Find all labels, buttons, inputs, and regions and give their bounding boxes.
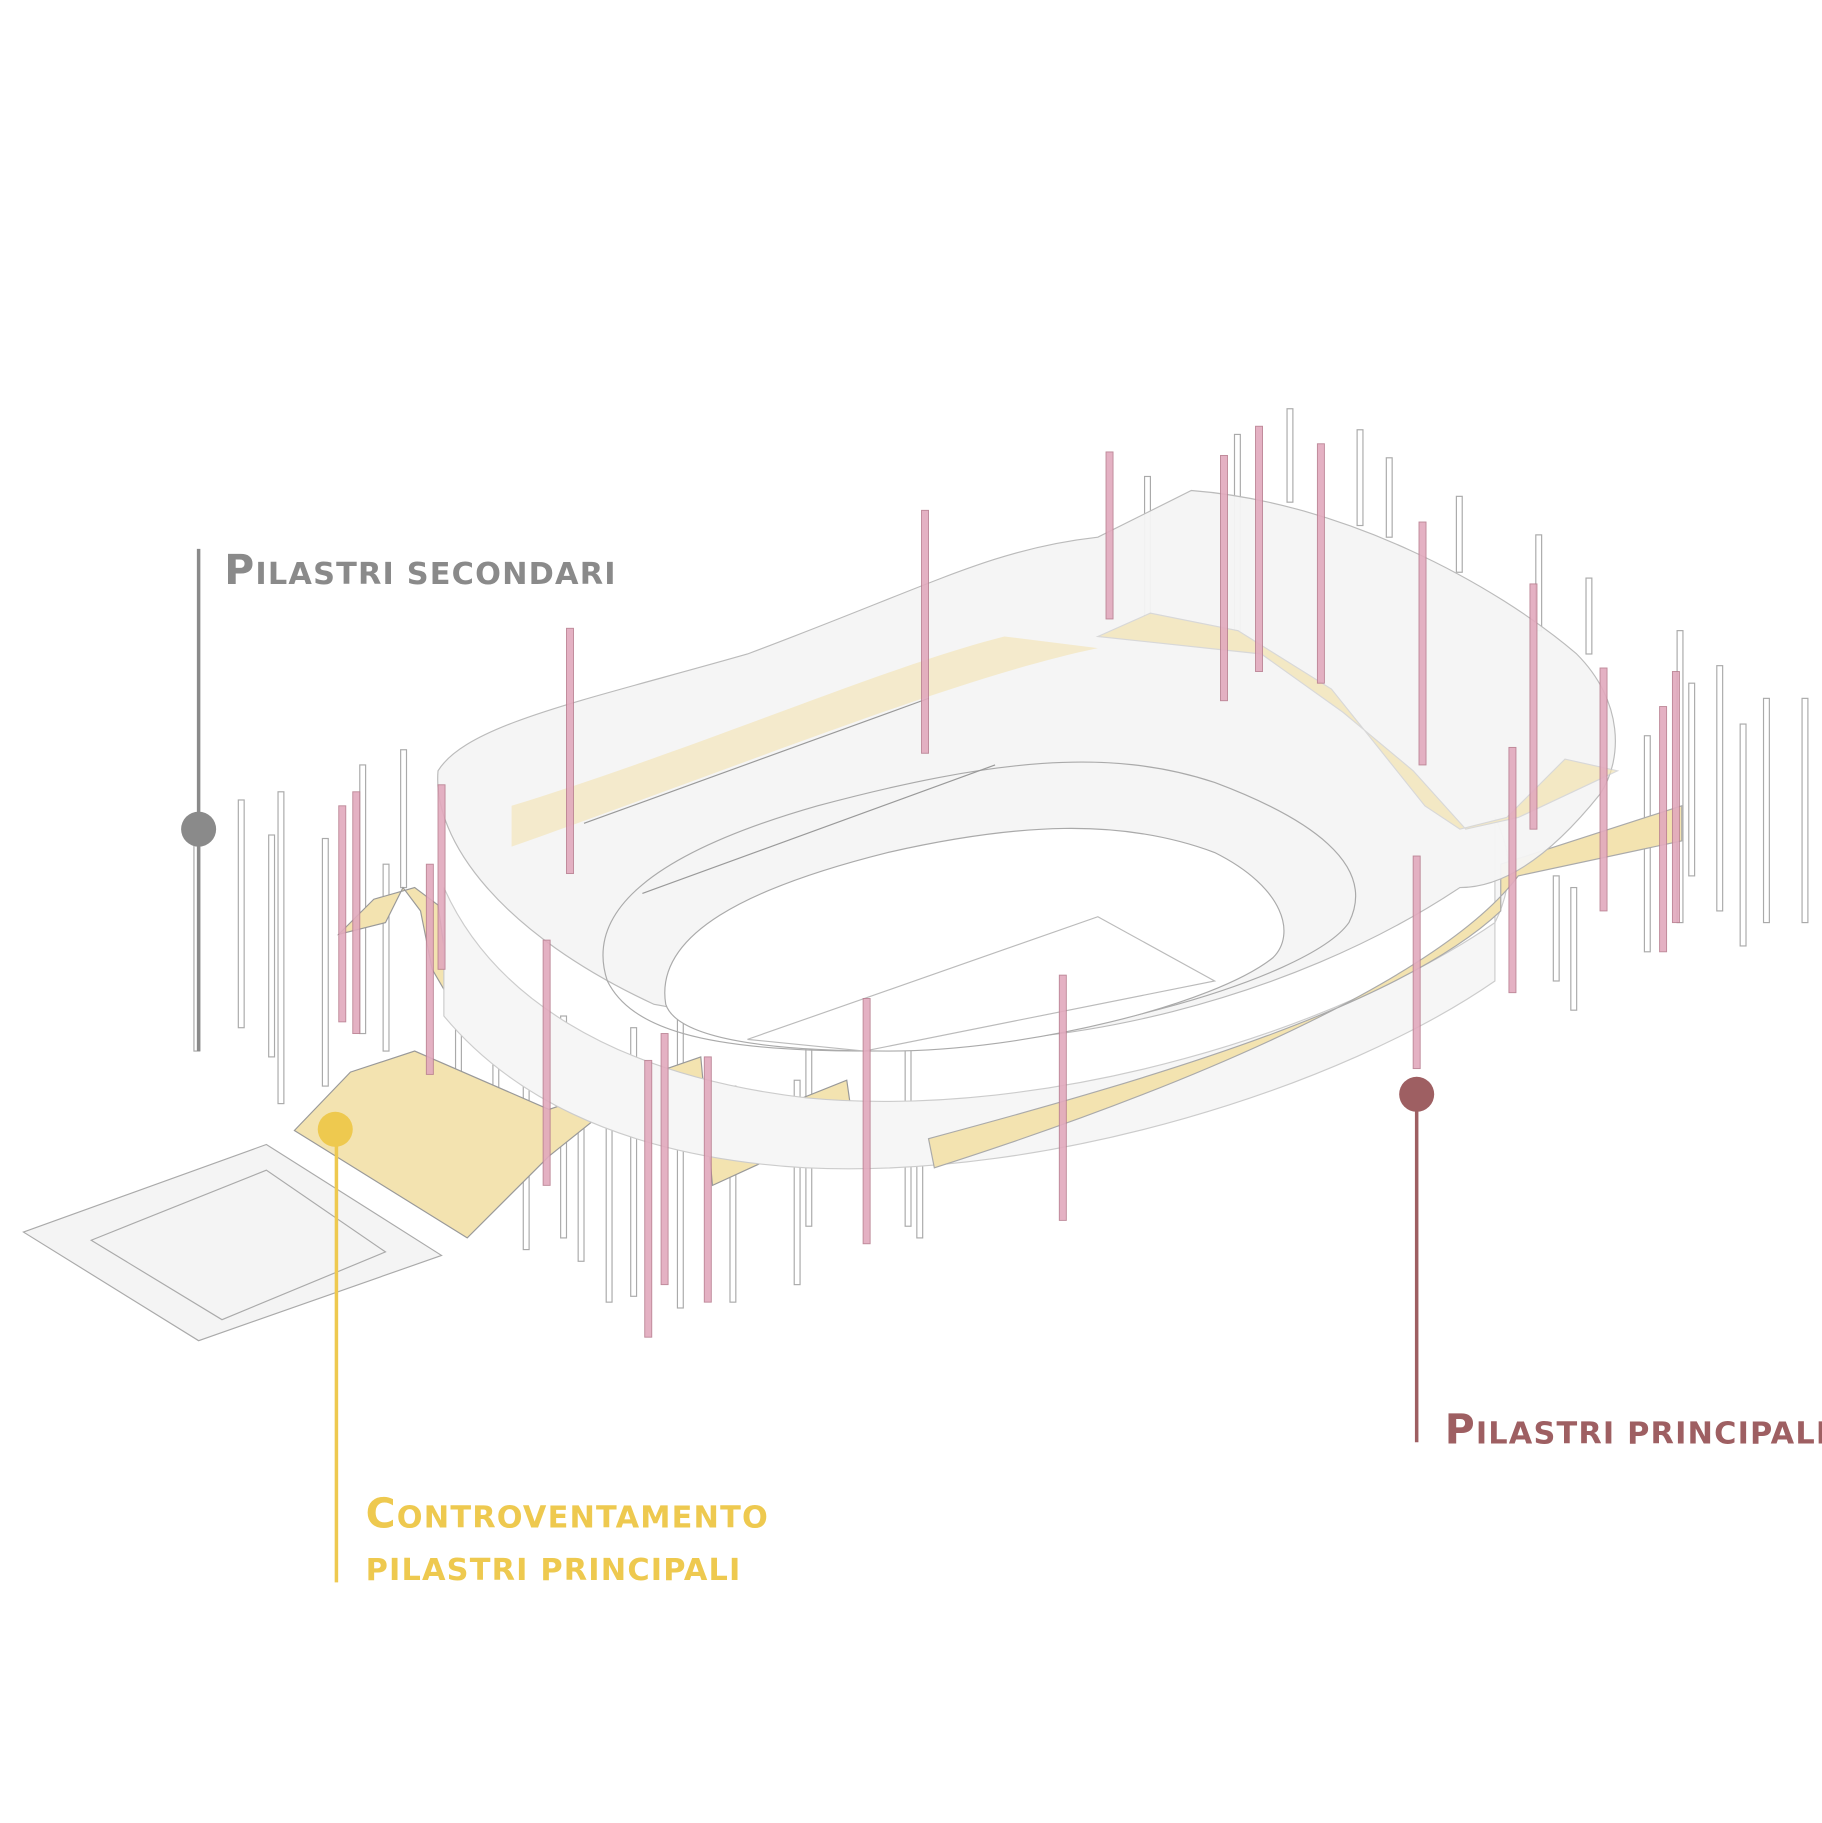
primary-columns: [338, 425, 1680, 1338]
primary-column: [1659, 706, 1668, 953]
secondary-column: [1762, 697, 1770, 924]
primary-column: [862, 998, 871, 1245]
primary-column: [437, 784, 446, 970]
secondary-column: [793, 1079, 801, 1286]
secondary-column: [1455, 495, 1463, 573]
primary-column: [1599, 667, 1608, 912]
secondary-column: [400, 749, 408, 889]
legend-secondary-columns: PILASTRI SECONDARI: [181, 546, 616, 1052]
secondary-column: [359, 764, 367, 1035]
secondary-column: [1688, 682, 1696, 877]
secondary-column: [1552, 875, 1560, 982]
secondary-column: [1570, 886, 1578, 1011]
primary-column: [660, 1033, 669, 1286]
primary-column: [338, 805, 347, 1023]
primary-column: [566, 627, 574, 875]
primary-column: [352, 791, 361, 1035]
legend-dot: [181, 811, 217, 847]
primary-column: [1418, 521, 1427, 766]
primary-column: [1412, 855, 1421, 1070]
legend-bracing: CONTROVENTAMENTO PILASTRI PRINCIPALI: [317, 1111, 769, 1588]
primary-column: [1255, 425, 1263, 672]
primary-column: [1671, 671, 1680, 924]
legend-primary-columns: PILASTRI PRINCIPALI: [1399, 1076, 1822, 1453]
secondary-column: [1739, 723, 1747, 947]
secondary-column: [321, 837, 329, 1087]
legend-label-bracing-line1: CONTROVENTAMENTO: [366, 1490, 769, 1538]
legend-label-secondary: PILASTRI SECONDARI: [224, 546, 616, 594]
primary-column: [921, 509, 929, 754]
ground-plaza-inner: [89, 1169, 387, 1321]
legend-label-primary: PILASTRI PRINCIPALI: [1445, 1405, 1822, 1453]
secondary-column: [382, 863, 390, 1052]
secondary-column: [1385, 457, 1393, 538]
secondary-column: [277, 791, 285, 1105]
primary-column: [1508, 746, 1517, 994]
primary-column: [1316, 443, 1325, 684]
secondary-column: [1716, 665, 1724, 912]
primary-column: [542, 939, 551, 1186]
primary-column: [1105, 451, 1114, 620]
primary-column: [1529, 583, 1538, 830]
secondary-column: [1286, 408, 1294, 503]
roof-edge-line: [583, 697, 929, 824]
primary-column: [703, 1056, 712, 1303]
legend-label-bracing-line2: PILASTRI PRINCIPALI: [366, 1553, 742, 1588]
legend-dot: [317, 1111, 353, 1147]
secondary-column: [676, 1015, 684, 1309]
primary-column: [425, 863, 434, 1075]
primary-column: [644, 1059, 653, 1338]
secondary-column: [237, 799, 245, 1029]
secondary-column: [1585, 577, 1593, 655]
secondary-column: [268, 834, 276, 1058]
roof-edge-line-2: [642, 764, 996, 894]
secondary-column: [630, 1027, 638, 1297]
primary-column: [1058, 974, 1067, 1221]
secondary-column: [1356, 429, 1364, 527]
legend-dot: [1399, 1076, 1435, 1112]
secondary-column: [1801, 697, 1809, 924]
primary-column: [1220, 454, 1228, 702]
field-ring-outer: [602, 761, 1356, 1052]
